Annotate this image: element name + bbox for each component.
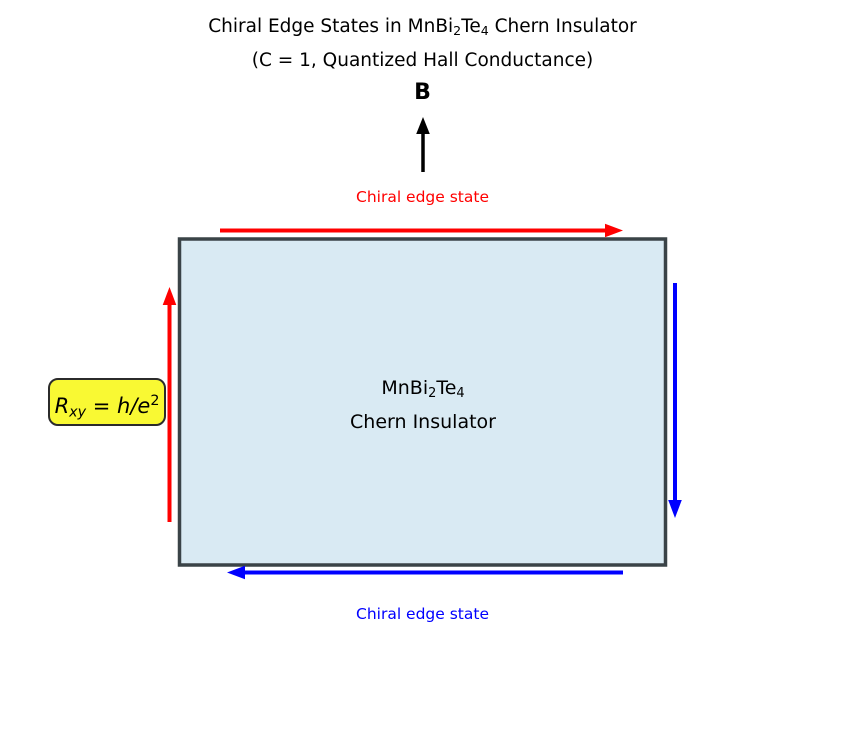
magnetic-field-label: B xyxy=(414,80,431,105)
magnetic-field-arrow xyxy=(416,117,430,172)
bottom-edge-state-label: Chiral edge state xyxy=(356,605,489,623)
left-edge-arrow-up xyxy=(162,287,177,522)
title-line-2: (C = 1, Quantized Hall Conductance) xyxy=(251,50,594,72)
right-edge-arrow-down xyxy=(668,283,682,518)
formula-subscript: xy xyxy=(69,404,87,421)
title-line-1: Chiral Edge States in MnBi2Te4 Chern Ins… xyxy=(208,16,637,39)
sample-label-line-2: Chern Insulator xyxy=(350,411,496,434)
hall-resistance-formula-box: Rxy = h/e2 xyxy=(48,378,166,426)
sample-label-line-1: MnBi2Te4 xyxy=(381,377,465,402)
sample-label: MnBi2Te4 Chern Insulator xyxy=(180,374,666,436)
figure-title: Chiral Edge States in MnBi2Te4 Chern Ins… xyxy=(0,12,845,76)
formula-exponent: 2 xyxy=(150,393,160,409)
sample-rectangle xyxy=(177,237,668,567)
formula-equals: = xyxy=(86,393,118,418)
top-edge-arrow-right xyxy=(220,223,623,238)
top-edge-state-label: Chiral edge state xyxy=(356,188,489,206)
formula-R: R xyxy=(54,393,70,418)
bottom-edge-arrow-left xyxy=(227,565,623,580)
formula-h-over-e: h/e xyxy=(117,393,151,418)
